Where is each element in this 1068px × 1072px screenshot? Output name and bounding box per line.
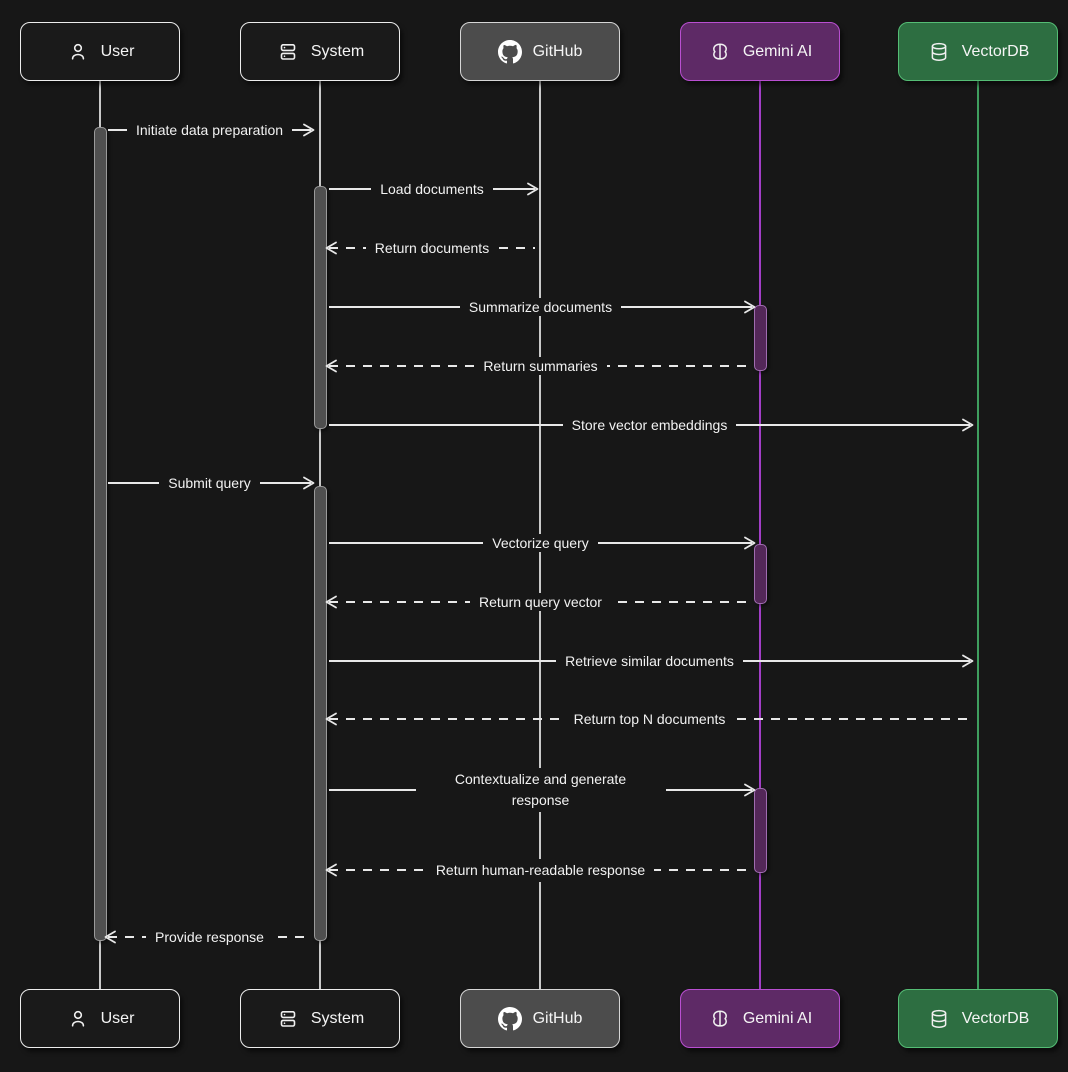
participant-label: User [100,42,135,60]
message-label: Return summaries [474,357,607,375]
message-return-query-vector: Return query vector [324,591,754,613]
message-label: Initiate data preparation [126,121,293,139]
activation-bar-gemini-3 [754,788,767,873]
arrowhead-right-icon [301,475,316,491]
message-return-documents: Return documents [324,237,537,259]
participant-gemini-bottom: Gemini AI [680,989,840,1048]
message-initiate-data-preparation: Initiate data preparation [106,119,316,141]
arrowhead-right-icon [301,122,316,138]
arrowhead-right-icon [960,417,975,433]
participant-label: VectorDB [961,1009,1030,1027]
message-return-top-n-documents: Return top N documents [324,708,972,730]
message-label: Submit query [159,474,260,492]
message-store-vector-embeddings: Store vector embeddings [327,414,975,436]
message-label: Return top N documents [564,710,735,728]
message-load-documents: Load documents [327,178,540,200]
message-label: Retrieve similar documents [556,652,743,670]
message-retrieve-similar-documents: Retrieve similar documents [327,650,975,672]
participant-label: VectorDB [961,42,1030,60]
arrowhead-right-icon [525,181,540,197]
arrowhead-left-icon [324,240,339,256]
lifeline-gemini [759,81,761,989]
message-return-human-readable-response: Return human-readable response [324,846,754,894]
participant-label: Gemini AI [742,42,813,60]
message-contextualize-and-generate-response: Contextualize and generate response [327,766,757,814]
participant-github-top: GitHub [460,22,620,81]
message-submit-query: Submit query [106,472,316,494]
participant-user-bottom: User [20,989,180,1048]
activation-bar-gemini-1 [754,305,767,371]
arrowhead-left-icon [324,862,339,878]
activation-bar-system-2 [314,486,327,941]
message-label: Provide response [146,928,273,946]
lifeline-vectordb [977,81,979,989]
message-label: Return query vector [470,593,611,611]
brain-icon [708,40,732,64]
participant-vectordb-top: VectorDB [898,22,1058,81]
github-icon [497,1006,522,1031]
server-icon [276,1007,300,1031]
participant-label: User [100,1009,135,1027]
participant-user-top: User [20,22,180,81]
message-return-summaries: Return summaries [324,355,754,377]
brain-icon [708,1007,732,1031]
message-label: Return human-readable response [426,858,655,882]
participant-gemini-top: Gemini AI [680,22,840,81]
activation-bar-gemini-2 [754,544,767,604]
arrowhead-left-icon [103,929,118,945]
message-label: Contextualize and generate response [415,768,666,812]
activation-bar-user [94,127,107,941]
message-vectorize-query: Vectorize query [327,532,757,554]
message-provide-response: Provide response [103,926,313,948]
github-icon [497,39,522,64]
database-icon [927,40,951,64]
server-icon [276,40,300,64]
participant-label: System [310,42,365,60]
message-label: Summarize documents [459,298,622,316]
participant-vectordb-bottom: VectorDB [898,989,1058,1048]
participant-system-bottom: System [240,989,400,1048]
person-icon [66,40,90,64]
database-icon [927,1007,951,1031]
participant-label: GitHub [532,42,583,60]
arrowhead-right-icon [742,299,757,315]
person-icon [66,1007,90,1031]
arrowhead-right-icon [742,535,757,551]
message-label: Load documents [371,180,493,198]
participant-label: System [310,1009,365,1027]
message-summarize-documents: Summarize documents [327,296,757,318]
message-label: Return documents [365,239,499,257]
message-label: Vectorize query [483,534,598,552]
arrowhead-right-icon [742,782,757,798]
message-label: Store vector embeddings [562,416,737,434]
arrowhead-left-icon [324,711,339,727]
arrowhead-left-icon [324,594,339,610]
participant-github-bottom: GitHub [460,989,620,1048]
participant-system-top: System [240,22,400,81]
arrowhead-left-icon [324,358,339,374]
participant-label: Gemini AI [742,1009,813,1027]
participant-label: GitHub [532,1009,583,1027]
activation-bar-system-1 [314,186,327,429]
arrowhead-right-icon [960,653,975,669]
